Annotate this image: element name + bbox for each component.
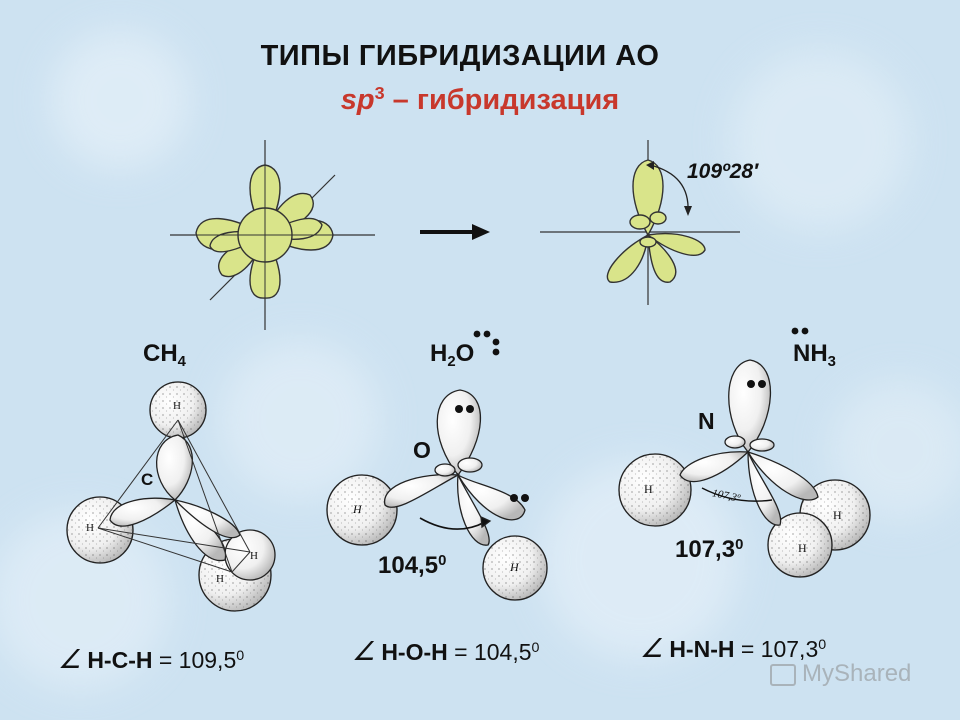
- tetrahedral-angle-label: 109º28′: [687, 160, 758, 184]
- carbon-atom-label: C: [141, 470, 153, 490]
- oxygen-atom-label: O: [413, 437, 431, 464]
- h2o-angle-label: 104,50: [378, 552, 446, 580]
- h-atom-label: H: [216, 573, 224, 585]
- ch4-model: [67, 382, 275, 611]
- transformation-arrow: [420, 224, 490, 240]
- ch4-angle-formula: ∠H-C-H = 109,50: [58, 644, 244, 675]
- atomic-orbitals-figure: [170, 140, 375, 330]
- nh3-formula: NH3: [793, 340, 836, 368]
- h-atom-label: H: [250, 550, 258, 562]
- nh3-model: [619, 360, 870, 577]
- h-atom-label: H: [798, 541, 807, 556]
- watermark-icon: [770, 664, 796, 686]
- watermark: MyShared: [770, 660, 911, 688]
- h-atom-label: H: [833, 508, 842, 523]
- h-atom-label: H: [644, 482, 653, 497]
- h-atom-label: H: [510, 560, 519, 575]
- h-atom-label: H: [353, 502, 362, 517]
- formula-lone-pairs: [474, 328, 809, 356]
- nitrogen-atom-label: N: [698, 408, 715, 435]
- h2o-angle-formula: ∠H-O-H = 104,50: [352, 636, 539, 667]
- h-atom-label: H: [86, 522, 94, 534]
- h2o-formula: H2O: [430, 340, 474, 368]
- h-atom-label: H: [173, 400, 181, 412]
- nh3-angle-label: 107,30: [675, 536, 743, 564]
- ch4-formula: CH4: [143, 340, 186, 368]
